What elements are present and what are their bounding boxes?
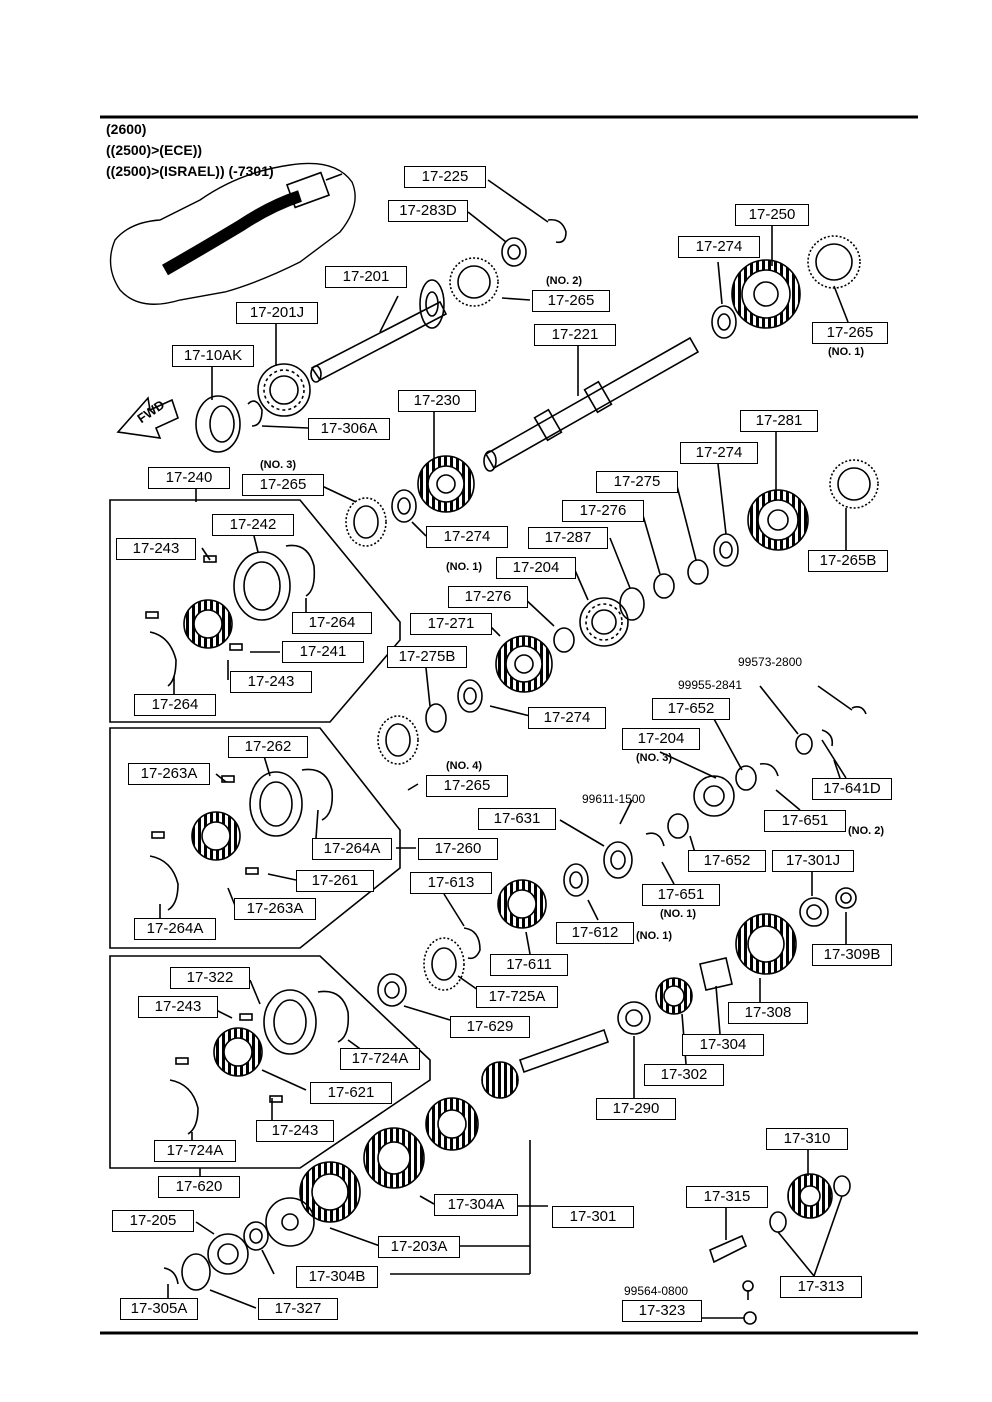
callout-17-265-no4[interactable]: 17-265 — [426, 775, 508, 797]
callout-17-322[interactable]: 17-322 — [170, 967, 250, 989]
callout-17-204[interactable]: 17-204 — [496, 557, 576, 579]
callout-17-263A[interactable]: 17-263A — [128, 763, 210, 785]
callout-17-651[interactable]: 17-651 — [764, 810, 846, 832]
callout-17-611[interactable]: 17-611 — [490, 954, 568, 976]
note-no4: (NO. 4) — [446, 760, 483, 772]
callout-17-724A-b[interactable]: 17-724A — [154, 1140, 236, 1162]
callout-17-274[interactable]: 17-274 — [678, 236, 760, 258]
callout-17-281[interactable]: 17-281 — [740, 410, 818, 432]
callout-17-274-d[interactable]: 17-274 — [528, 707, 606, 729]
callout-17-241[interactable]: 17-241 — [282, 641, 364, 663]
callout-17-652[interactable]: 17-652 — [652, 698, 730, 720]
callout-17-613[interactable]: 17-613 — [410, 872, 492, 894]
callout-17-265B[interactable]: 17-265B — [808, 550, 888, 572]
pn-99955-2841[interactable]: 99955-2841 — [678, 678, 743, 692]
callout-17-242[interactable]: 17-242 — [212, 514, 294, 536]
note-model: (2600) — [106, 121, 147, 137]
note-ece: ((2500)>(ECE)) — [106, 142, 203, 158]
callout-17-612[interactable]: 17-612 — [556, 922, 634, 944]
callout-17-327[interactable]: 17-327 — [258, 1298, 338, 1320]
callout-17-309B[interactable]: 17-309B — [812, 944, 892, 966]
callout-17-265-no2[interactable]: 17-265 — [532, 290, 610, 312]
callout-17-304B[interactable]: 17-304B — [296, 1266, 378, 1288]
callout-17-203A[interactable]: 17-203A — [378, 1236, 460, 1258]
callout-17-264-b[interactable]: 17-264 — [134, 694, 216, 716]
note-no1-top: (NO. 1) — [828, 346, 865, 358]
callout-17-641D[interactable]: 17-641D — [812, 778, 892, 800]
callout-17-243-d[interactable]: 17-243 — [256, 1120, 334, 1142]
note-no1-a: (NO. 1) — [446, 561, 483, 573]
pn-99611-1500[interactable]: 99611-1500 — [582, 792, 646, 806]
callout-17-260[interactable]: 17-260 — [418, 838, 498, 860]
callout-17-201J[interactable]: 17-201J — [236, 302, 318, 324]
note-israel: ((2500)>(ISRAEL)) (-7301) — [106, 163, 274, 179]
callout-17-205[interactable]: 17-205 — [112, 1210, 194, 1232]
note-no2-top: (NO. 2) — [546, 275, 583, 287]
callout-17-304[interactable]: 17-304 — [682, 1034, 764, 1056]
callout-17-306A[interactable]: 17-306A — [308, 418, 390, 440]
callout-17-290[interactable]: 17-290 — [596, 1098, 676, 1120]
callout-17-724A[interactable]: 17-724A — [340, 1048, 420, 1070]
note-no2-b: (NO. 2) — [848, 825, 885, 837]
callout-17-263A-b[interactable]: 17-263A — [234, 898, 316, 920]
callout-17-264A[interactable]: 17-264A — [312, 838, 392, 860]
callout-17-225[interactable]: 17-225 — [404, 166, 486, 188]
callout-17-725A[interactable]: 17-725A — [476, 986, 558, 1008]
note-no1-c: (NO. 1) — [636, 930, 673, 942]
pn-99573-2800[interactable]: 99573-2800 — [738, 655, 803, 669]
callout-17-629[interactable]: 17-629 — [450, 1016, 530, 1038]
fwd-arrow — [116, 396, 179, 439]
callout-17-301J[interactable]: 17-301J — [772, 850, 854, 872]
callout-17-265-no3[interactable]: 17-265 — [242, 474, 324, 496]
callout-17-310[interactable]: 17-310 — [766, 1128, 848, 1150]
callout-17-301[interactable]: 17-301 — [552, 1206, 634, 1228]
callout-17-323[interactable]: 17-323 — [622, 1300, 702, 1322]
callout-17-274-b[interactable]: 17-274 — [426, 526, 508, 548]
callout-17-308[interactable]: 17-308 — [728, 1002, 808, 1024]
callout-17-264[interactable]: 17-264 — [292, 612, 372, 634]
callout-17-652-b[interactable]: 17-652 — [688, 850, 766, 872]
callout-17-264A-b[interactable]: 17-264A — [134, 918, 216, 940]
callout-17-287[interactable]: 17-287 — [528, 527, 608, 549]
callout-17-250[interactable]: 17-250 — [735, 204, 809, 226]
note-no1-b: (NO. 1) — [660, 908, 697, 920]
note-no3-a: (NO. 3) — [260, 459, 297, 471]
callout-17-243-b[interactable]: 17-243 — [230, 671, 312, 693]
callout-17-621[interactable]: 17-621 — [310, 1082, 392, 1104]
callout-17-304A[interactable]: 17-304A — [434, 1194, 518, 1216]
callout-17-262[interactable]: 17-262 — [228, 736, 308, 758]
callout-17-261[interactable]: 17-261 — [296, 870, 374, 892]
callout-17-313[interactable]: 17-313 — [780, 1276, 862, 1298]
callout-17-274-c[interactable]: 17-274 — [680, 442, 758, 464]
callout-17-243[interactable]: 17-243 — [116, 538, 196, 560]
note-no3-b: (NO. 3) — [636, 752, 673, 764]
callout-17-302[interactable]: 17-302 — [644, 1064, 724, 1086]
callout-17-620[interactable]: 17-620 — [158, 1176, 240, 1198]
callout-17-204-b[interactable]: 17-204 — [622, 728, 700, 750]
callout-17-275B[interactable]: 17-275B — [387, 646, 467, 668]
callout-17-275[interactable]: 17-275 — [596, 471, 678, 493]
callout-17-631[interactable]: 17-631 — [478, 808, 556, 830]
callout-17-240[interactable]: 17-240 — [148, 467, 230, 489]
callout-17-276-b[interactable]: 17-276 — [448, 586, 528, 608]
callout-17-305A[interactable]: 17-305A — [120, 1298, 198, 1320]
callout-17-276[interactable]: 17-276 — [562, 500, 644, 522]
callout-17-265-no1[interactable]: 17-265 — [812, 322, 888, 344]
callout-17-651-b[interactable]: 17-651 — [642, 884, 720, 906]
callout-17-10AK[interactable]: 17-10AK — [172, 345, 254, 367]
pn-99564-0800[interactable]: 99564-0800 — [624, 1284, 689, 1298]
callout-17-201[interactable]: 17-201 — [325, 266, 407, 288]
callout-17-315[interactable]: 17-315 — [686, 1186, 768, 1208]
callout-17-283D[interactable]: 17-283D — [388, 200, 468, 222]
callout-17-230[interactable]: 17-230 — [398, 390, 476, 412]
callout-17-221[interactable]: 17-221 — [534, 324, 616, 346]
callout-17-243-c[interactable]: 17-243 — [138, 996, 218, 1018]
callout-17-271[interactable]: 17-271 — [410, 613, 492, 635]
